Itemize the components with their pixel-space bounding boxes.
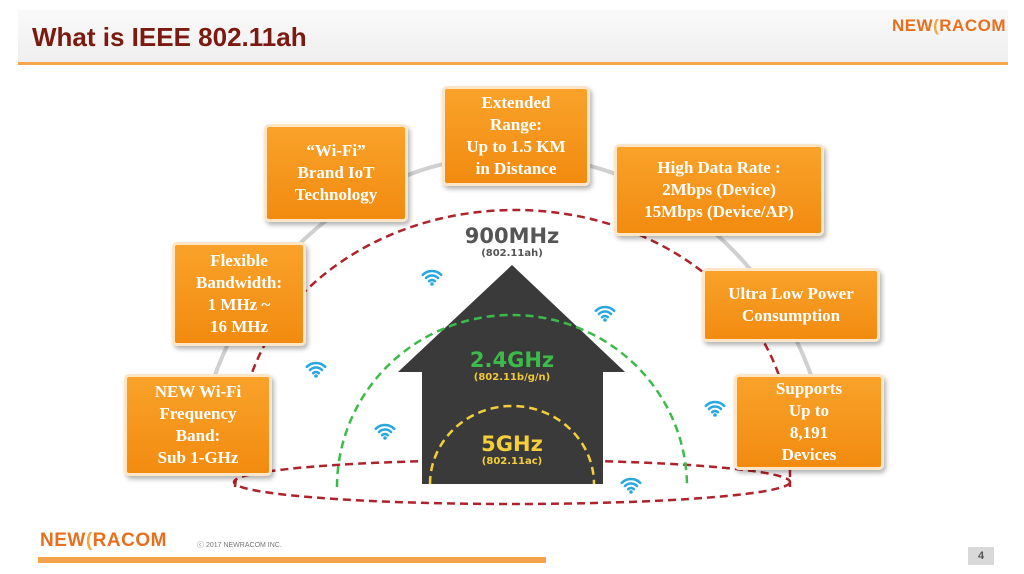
- band-label-900mhz: 900MHz (802.11ah): [462, 224, 562, 259]
- band-standard: (802.11b/g/n): [473, 372, 551, 383]
- logo-text-new: NEW: [891, 16, 934, 35]
- wifi-icon: [374, 423, 396, 440]
- ring-5ghz: [428, 404, 596, 485]
- logo-text-racom: RACOM: [92, 530, 167, 551]
- band-label-5ghz: 5GHz (802.11ac): [462, 432, 562, 467]
- feature-low-power: Ultra Low Power Consumption: [702, 268, 880, 342]
- slide-title: What is IEEE 802.11ah: [32, 22, 307, 52]
- copyright-text: ⓒ 2017 NEWRACOM INC.: [197, 542, 282, 549]
- logo-wave-icon: (: [85, 530, 93, 551]
- logo-wave-icon: (: [933, 16, 940, 35]
- footer-accent-bar: [38, 557, 546, 563]
- feature-frequency-band: NEW Wi-Fi Frequency Band: Sub 1-GHz: [124, 374, 272, 476]
- feature-bandwidth: Flexible Bandwidth: 1 MHz ~ 16 MHz: [172, 242, 306, 346]
- band-name: 5GHz: [481, 432, 543, 456]
- newracom-logo: NEW(RACOM: [892, 16, 1006, 36]
- feature-extended-range: Extended Range: Up to 1.5 KM in Distance: [442, 86, 590, 186]
- newracom-footer-logo: NEW(RACOM: [40, 530, 167, 552]
- wifi-icon: [594, 305, 616, 322]
- wifi-icon: [305, 361, 327, 378]
- logo-text-racom: RACOM: [939, 16, 1006, 35]
- feature-data-rate: High Data Rate : 2Mbps (Device) 15Mbps (…: [614, 144, 824, 236]
- band-name: 2.4GHz: [469, 348, 555, 372]
- page-number: 4: [968, 547, 994, 565]
- wifi-icon: [421, 269, 443, 286]
- slide-header: What is IEEE 802.11ah: [18, 10, 1008, 65]
- band-standard: (802.11ah): [481, 248, 543, 259]
- logo-text-new: NEW: [40, 530, 86, 551]
- wifi-icon: [704, 400, 726, 417]
- band-label-2-4ghz: 2.4GHz (802.11b/g/n): [452, 348, 572, 383]
- feature-devices: Supports Up to 8,191 Devices: [734, 374, 884, 470]
- feature-wifi-brand: “Wi-Fi” Brand IoT Technology: [264, 124, 408, 222]
- house-icon: [398, 265, 625, 484]
- band-standard: (802.11ac): [481, 456, 543, 467]
- band-name: 900MHz: [464, 224, 560, 248]
- wifi-icon: [620, 477, 642, 494]
- ground-ellipse: [232, 458, 792, 506]
- ring-2-4ghz: [335, 313, 689, 488]
